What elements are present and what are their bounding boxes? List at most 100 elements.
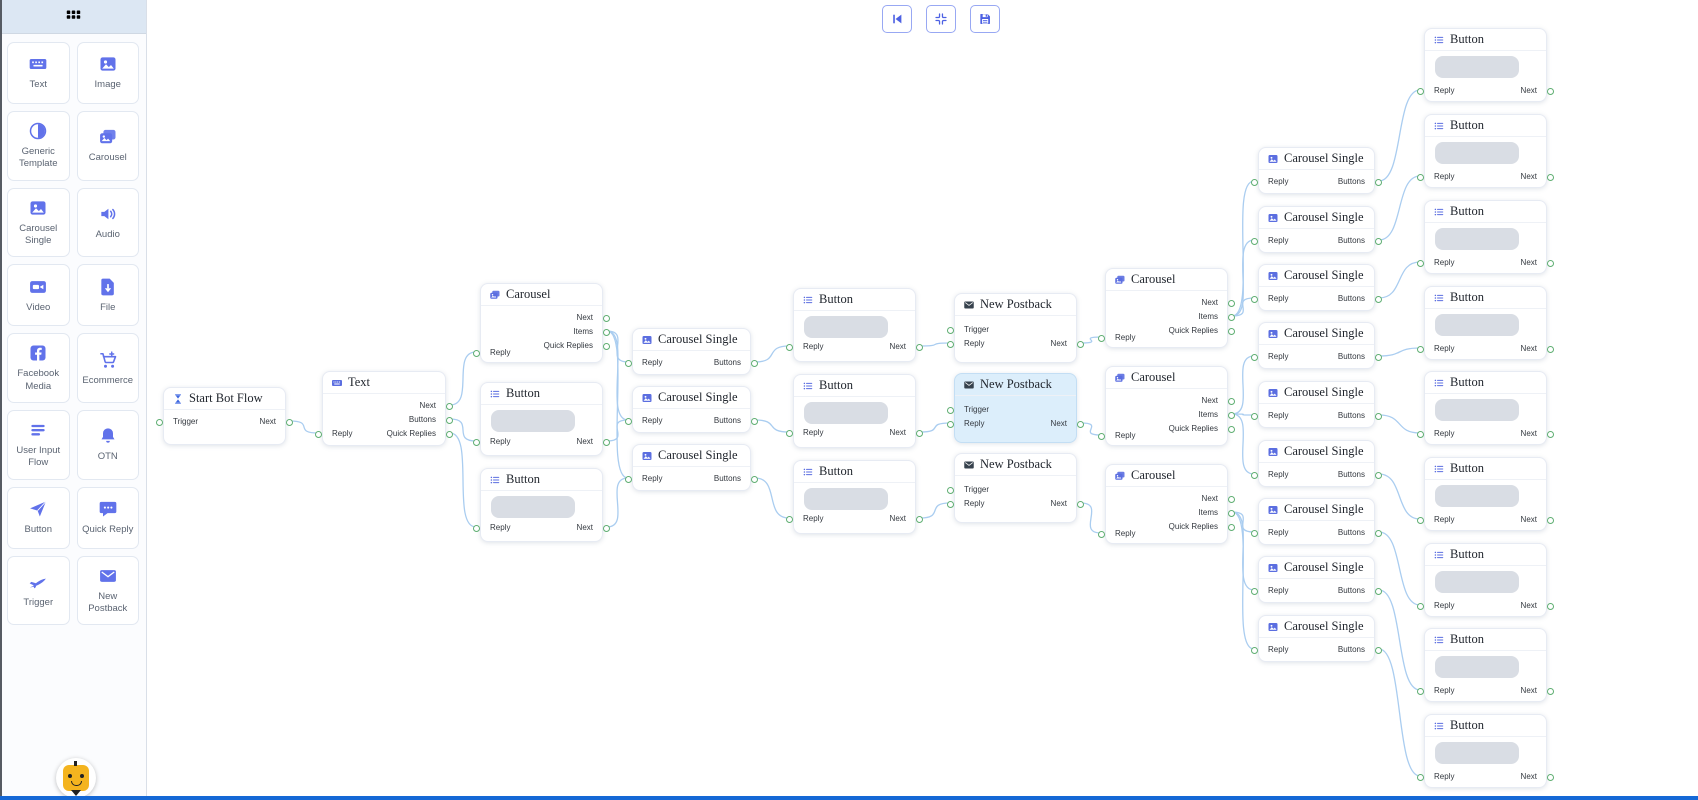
port-reply[interactable] xyxy=(786,343,793,351)
port-reply[interactable] xyxy=(1251,237,1258,245)
port-reply[interactable] xyxy=(947,500,954,508)
save-button[interactable] xyxy=(970,5,1000,33)
port-reply[interactable] xyxy=(473,349,480,357)
port-buttons[interactable] xyxy=(446,416,453,424)
port-next[interactable] xyxy=(1547,87,1554,95)
port-next[interactable] xyxy=(1547,345,1554,353)
port-next[interactable] xyxy=(916,515,923,523)
port-reply[interactable] xyxy=(1251,529,1258,537)
port-reply[interactable] xyxy=(1251,353,1258,361)
port-reply[interactable] xyxy=(1098,530,1105,538)
port-next[interactable] xyxy=(916,429,923,437)
port-items[interactable] xyxy=(1228,313,1235,321)
port-next[interactable] xyxy=(1077,500,1084,508)
port-reply[interactable] xyxy=(1417,602,1424,610)
port-reply[interactable] xyxy=(1417,259,1424,267)
port-next[interactable] xyxy=(1547,687,1554,695)
port-reply[interactable] xyxy=(1417,345,1424,353)
port-trigger[interactable] xyxy=(947,326,954,334)
palette-item-ecommerce[interactable]: Ecommerce xyxy=(76,333,139,404)
palette-item-facebook-media[interactable]: Facebook Media xyxy=(7,333,70,404)
port-reply[interactable] xyxy=(1417,687,1424,695)
port-reply[interactable] xyxy=(1417,516,1424,524)
port-next[interactable] xyxy=(1547,430,1554,438)
port-buttons[interactable] xyxy=(1375,412,1382,420)
palette-item-carousel-single[interactable]: Carousel Single xyxy=(7,187,70,258)
port-buttons[interactable] xyxy=(1375,646,1382,654)
port-reply[interactable] xyxy=(1251,295,1258,303)
port-reply[interactable] xyxy=(1251,412,1258,420)
port-reply[interactable] xyxy=(1417,773,1424,781)
port-buttons[interactable] xyxy=(1375,353,1382,361)
port-reply[interactable] xyxy=(1098,432,1105,440)
port-buttons[interactable] xyxy=(751,417,758,425)
port-reply[interactable] xyxy=(786,515,793,523)
port-next[interactable] xyxy=(1228,299,1235,307)
palette-item-quick-reply[interactable]: Quick Reply xyxy=(76,486,139,549)
port-buttons[interactable] xyxy=(751,359,758,367)
port-reply[interactable] xyxy=(1417,173,1424,181)
palette-item-image[interactable]: Image xyxy=(76,42,139,104)
port-reply[interactable] xyxy=(1251,178,1258,186)
port-trigger[interactable] xyxy=(947,486,954,494)
port-reply[interactable] xyxy=(1251,471,1258,479)
port-trigger[interactable] xyxy=(947,406,954,414)
port-items[interactable] xyxy=(1228,411,1235,419)
palette-item-text[interactable]: Text xyxy=(7,42,70,104)
port-reply[interactable] xyxy=(473,524,480,532)
port-buttons[interactable] xyxy=(751,475,758,483)
port-reply[interactable] xyxy=(947,340,954,348)
port-next[interactable] xyxy=(1547,173,1554,181)
port-reply[interactable] xyxy=(947,420,954,428)
palette-item-button[interactable]: Button xyxy=(7,486,70,549)
port-buttons[interactable] xyxy=(1375,587,1382,595)
port-buttons[interactable] xyxy=(1375,529,1382,537)
port-next[interactable] xyxy=(1228,397,1235,405)
port-next[interactable] xyxy=(1547,516,1554,524)
port-next[interactable] xyxy=(1547,773,1554,781)
port-quick_replies[interactable] xyxy=(446,430,453,438)
port-buttons[interactable] xyxy=(1375,237,1382,245)
palette-item-user-input-flow[interactable]: User Input Flow xyxy=(7,410,70,480)
port-items[interactable] xyxy=(603,328,610,336)
port-buttons[interactable] xyxy=(1375,178,1382,186)
port-reply[interactable] xyxy=(625,417,632,425)
port-quick_replies[interactable] xyxy=(603,342,610,350)
port-quick_replies[interactable] xyxy=(1228,523,1235,531)
port-next[interactable] xyxy=(603,524,610,532)
palette-item-audio[interactable]: Audio xyxy=(76,187,139,258)
port-reply[interactable] xyxy=(1098,334,1105,342)
port-reply[interactable] xyxy=(786,429,793,437)
port-reply[interactable] xyxy=(1417,430,1424,438)
port-next[interactable] xyxy=(603,438,610,446)
palette-item-new-postback[interactable]: New Postback xyxy=(76,555,139,626)
fit-view-button[interactable] xyxy=(926,5,956,33)
palette-item-otn[interactable]: OTN xyxy=(76,410,139,480)
port-next[interactable] xyxy=(603,314,610,322)
